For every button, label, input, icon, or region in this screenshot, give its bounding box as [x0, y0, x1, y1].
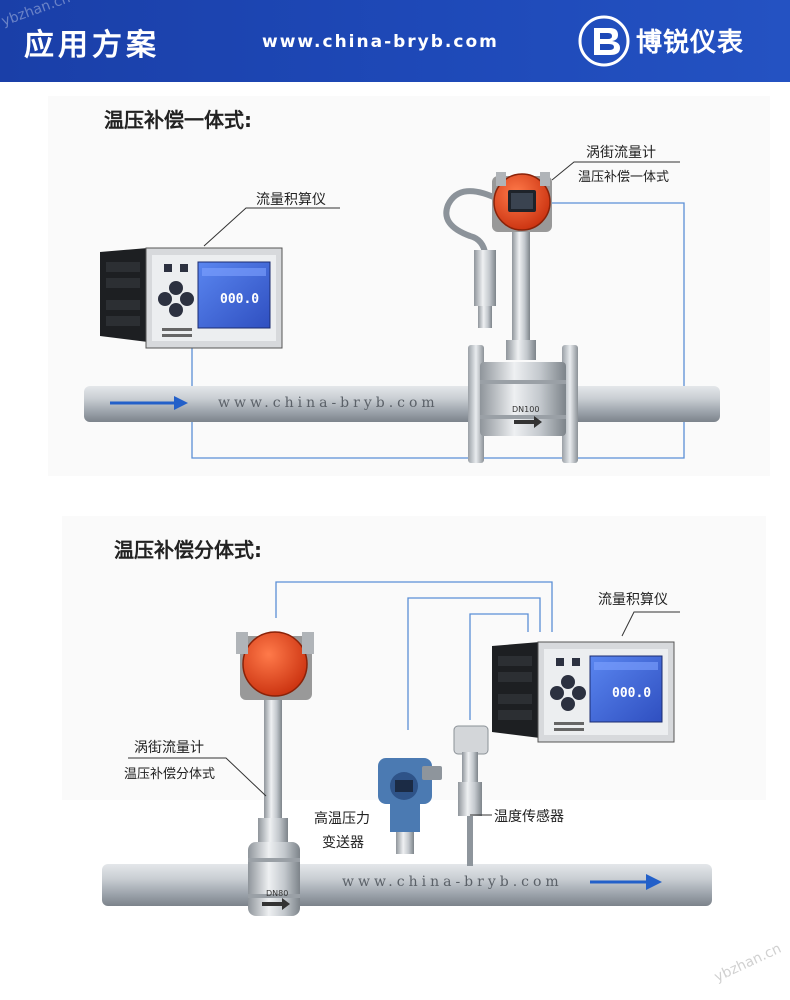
brand-logo-icon: [578, 15, 630, 67]
totalizer-device: [492, 641, 675, 743]
flow-arrow-icon: [110, 396, 188, 410]
meter-label-line2: 温压补偿分体式: [124, 767, 216, 782]
header-bar: ybzhan.cn 应用方案 www.china-bryb.com 博锐仪表: [0, 0, 790, 82]
meter-label-line1: 涡街流量计: [586, 145, 656, 161]
page-title: 应用方案: [24, 28, 160, 63]
totalizer-label: 流量积算仪: [598, 592, 668, 608]
meter-label-line2: 温压补偿一体式: [578, 170, 670, 185]
vortex-flowmeter: [236, 631, 314, 916]
section1-title: 温压补偿一体式:: [104, 108, 252, 132]
totalizer-label: 流量积算仪: [256, 192, 326, 208]
section2-title: 温压补偿分体式:: [114, 538, 262, 562]
section2-wiring: [275, 581, 553, 730]
pipe-watermark: www.china-bryb.com: [342, 874, 563, 890]
display-reading: 000.0: [612, 686, 651, 701]
leader-line: [551, 161, 680, 181]
brand-name: 博锐仪表: [636, 28, 745, 58]
leader-line: [128, 757, 267, 797]
pipe-watermark: www.china-bryb.com: [218, 395, 439, 411]
flange-label: DN100: [512, 405, 539, 414]
flow-arrow-icon: [590, 874, 662, 890]
pressure-transmitter: [378, 758, 442, 854]
temperature-sensor: [453, 725, 489, 866]
pressure-label-line2: 变送器: [322, 835, 364, 851]
meter-label-line1: 涡街流量计: [134, 740, 204, 756]
flange-label: DN80: [266, 889, 288, 898]
temp-sensor-label: 温度传感器: [494, 809, 564, 825]
totalizer-device: [100, 247, 283, 349]
leader-line: [203, 207, 340, 247]
pressure-label-line1: 高温压力: [314, 811, 370, 827]
leader-line: [621, 611, 680, 637]
header-url[interactable]: www.china-bryb.com: [262, 32, 499, 52]
display-reading: 000.0: [220, 292, 259, 307]
vortex-flowmeter: [443, 172, 578, 463]
